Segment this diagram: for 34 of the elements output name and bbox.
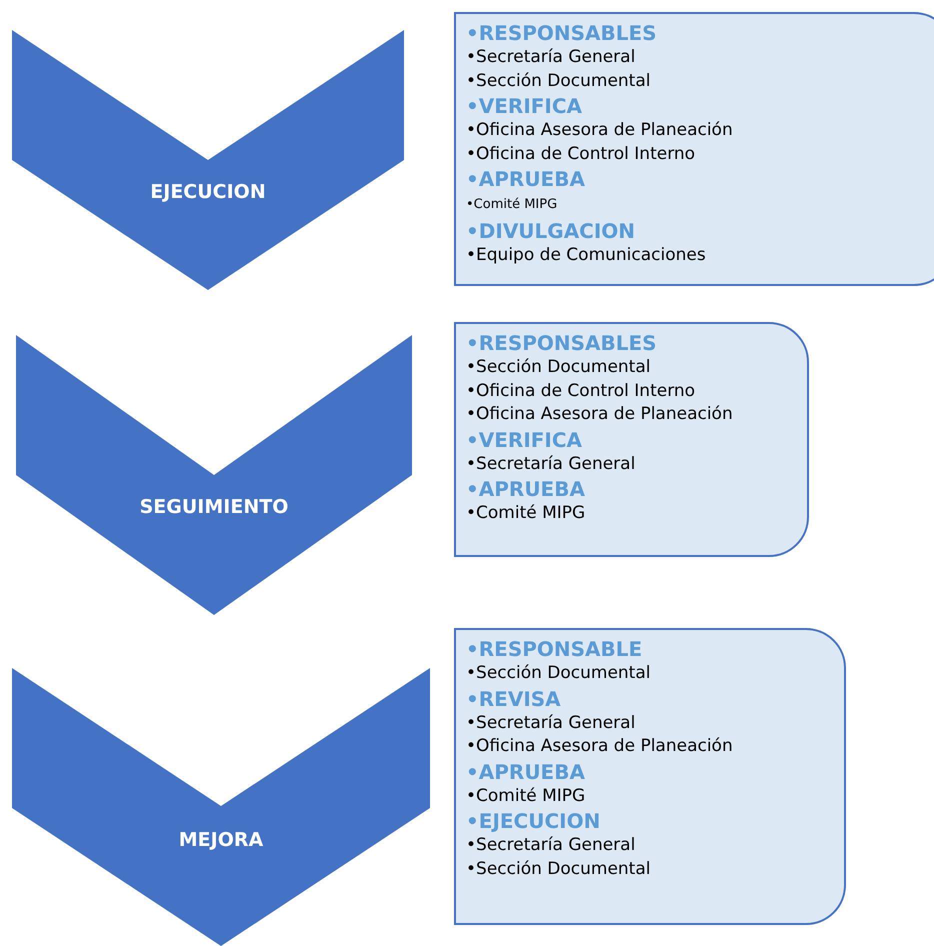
section-heading: •REVISA bbox=[466, 686, 561, 712]
stage-label: MEJORA bbox=[178, 829, 264, 851]
section-heading: •VERIFICA bbox=[466, 426, 582, 452]
list-item: •Oficina Asesora de Planeación bbox=[466, 403, 733, 426]
list-item: •Comité MIPG bbox=[466, 784, 586, 808]
list-item: •Oficina de Control Interno bbox=[466, 142, 696, 166]
list-item: •Sección Documental bbox=[466, 662, 650, 685]
info-panel bbox=[454, 322, 809, 557]
section-heading: •RESPONSABLES bbox=[466, 330, 657, 356]
section-heading: •DIVULGACION bbox=[466, 218, 636, 244]
list-item: •Sección Documental bbox=[466, 70, 650, 92]
list-item: •Sección Documental bbox=[466, 858, 650, 880]
info-panel bbox=[454, 12, 934, 286]
section-heading: •APRUEBA bbox=[466, 476, 585, 502]
list-item: •Secretaría General bbox=[466, 712, 636, 734]
section-heading: •EJECUCION bbox=[466, 808, 600, 834]
section-heading: •RESPONSABLE bbox=[466, 636, 642, 662]
list-item: •Secretaría General bbox=[466, 834, 636, 857]
list-item: •Equipo de Comunicaciones bbox=[466, 244, 706, 267]
section-heading: •VERIFICA bbox=[466, 93, 582, 119]
list-item: •Secretaría General bbox=[466, 452, 636, 476]
stage-label: SEGUIMIENTO bbox=[140, 496, 288, 518]
stage-label: EJECUCION bbox=[150, 181, 266, 203]
section-heading: •APRUEBA bbox=[466, 166, 585, 192]
list-item: •Secretaría General bbox=[466, 46, 636, 69]
list-item: •Oficina de Control Interno bbox=[466, 380, 696, 402]
list-item: •Comité MIPG bbox=[466, 502, 586, 525]
list-item: •Sección Documental bbox=[466, 356, 650, 379]
list-item: •Comité MIPG bbox=[466, 196, 558, 214]
info-panel bbox=[454, 628, 846, 925]
section-heading: •APRUEBA bbox=[466, 758, 585, 784]
list-item: •Oficina Asesora de Planeación bbox=[466, 119, 733, 142]
section-heading: •RESPONSABLES bbox=[466, 20, 657, 46]
list-item: •Oficina Asesora de Planeación bbox=[466, 735, 733, 758]
